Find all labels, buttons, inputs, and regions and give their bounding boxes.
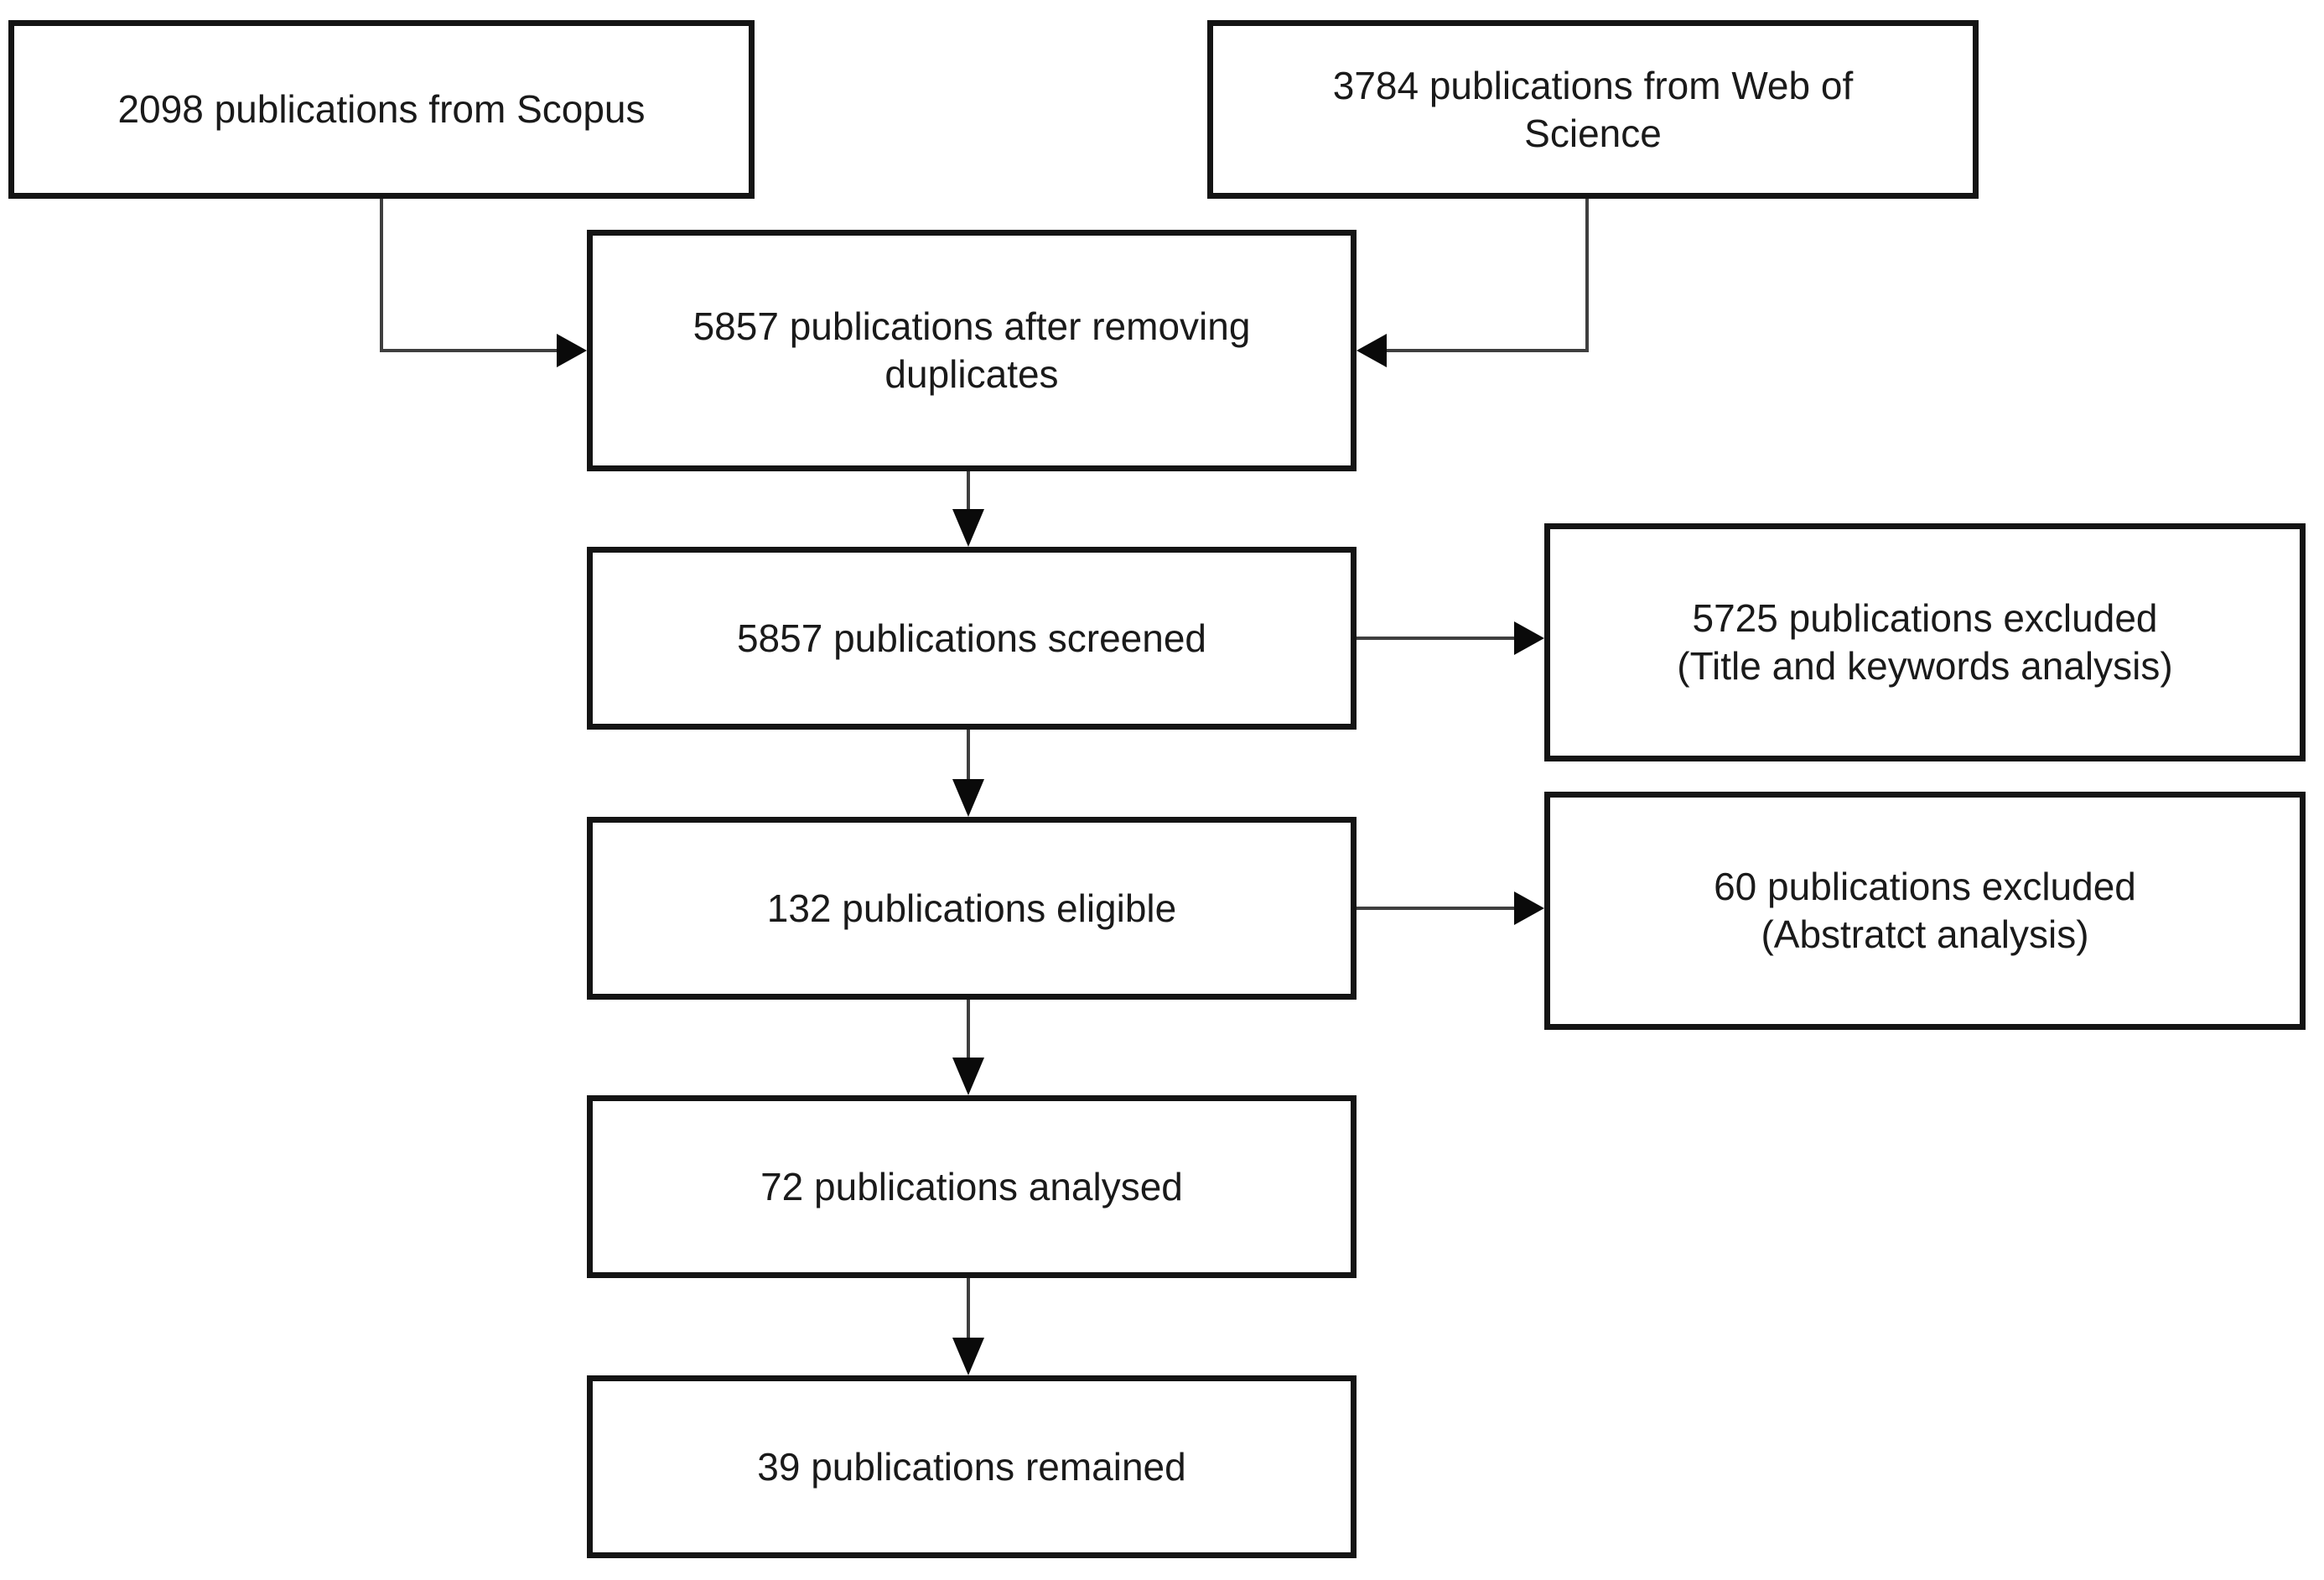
node-eligible: 132 publications eligible — [587, 817, 1357, 1000]
node-excluded-title-keywords-line1: 5725 publications excluded — [1692, 596, 2158, 640]
edge-screened-eligible-arrowhead — [952, 779, 984, 817]
node-deduplicated-label-line1: 5857 publications after removing — [693, 304, 1251, 348]
node-scopus: 2098 publications from Scopus — [8, 20, 755, 199]
node-analysed-label: 72 publications analysed — [760, 1164, 1183, 1208]
edge-eligible-excluded2-arrowhead — [1514, 891, 1544, 925]
edge-dedup-screened-vline — [967, 471, 970, 511]
node-excluded-abstract: 60 publications excluded (Abstratct anal… — [1544, 792, 2306, 1030]
edge-scopus-dedup-hline — [380, 349, 557, 352]
edge-wos-dedup-arrowhead — [1357, 334, 1387, 367]
node-deduplicated-label-line2: duplicates — [884, 352, 1059, 396]
node-remained: 39 publications remained — [587, 1375, 1357, 1558]
edge-screened-excluded1-arrowhead — [1514, 621, 1544, 655]
node-scopus-label: 2098 publications from Scopus — [117, 87, 646, 131]
node-web-of-science-label-line2: Science — [1524, 111, 1662, 155]
node-eligible-label: 132 publications eligible — [766, 886, 1177, 930]
edge-analysed-remained-vline — [967, 1278, 970, 1338]
edge-screened-excluded1-hline — [1357, 637, 1514, 640]
node-excluded-abstract-line2: (Abstratct analysis) — [1761, 912, 2089, 956]
edge-dedup-screened-arrowhead — [952, 509, 984, 547]
node-remained-label: 39 publications remained — [757, 1444, 1186, 1489]
edge-eligible-excluded2-hline — [1357, 907, 1514, 910]
node-screened: 5857 publications screened — [587, 547, 1357, 730]
edge-analysed-remained-arrowhead — [952, 1338, 984, 1375]
node-excluded-abstract-line1: 60 publications excluded — [1714, 865, 2136, 908]
edge-wos-dedup-hline — [1387, 349, 1589, 352]
node-web-of-science-label-line1: 3784 publications from Web of — [1332, 63, 1854, 107]
node-deduplicated: 5857 publications after removing duplica… — [587, 230, 1357, 471]
node-analysed: 72 publications analysed — [587, 1095, 1357, 1278]
node-web-of-science: 3784 publications from Web of Science — [1207, 20, 1979, 199]
edge-scopus-dedup-vline — [380, 199, 383, 351]
edge-scopus-dedup-arrowhead — [557, 334, 587, 367]
node-excluded-title-keywords-line2: (Title and keywords analysis) — [1677, 644, 2173, 688]
edge-eligible-analysed-vline — [967, 1000, 970, 1058]
node-screened-label: 5857 publications screened — [736, 616, 1207, 660]
edge-eligible-analysed-arrowhead — [952, 1058, 984, 1095]
edge-screened-eligible-vline — [967, 730, 970, 780]
node-excluded-title-keywords: 5725 publications excluded (Title and ke… — [1544, 523, 2306, 761]
edge-wos-dedup-vline — [1585, 199, 1589, 351]
